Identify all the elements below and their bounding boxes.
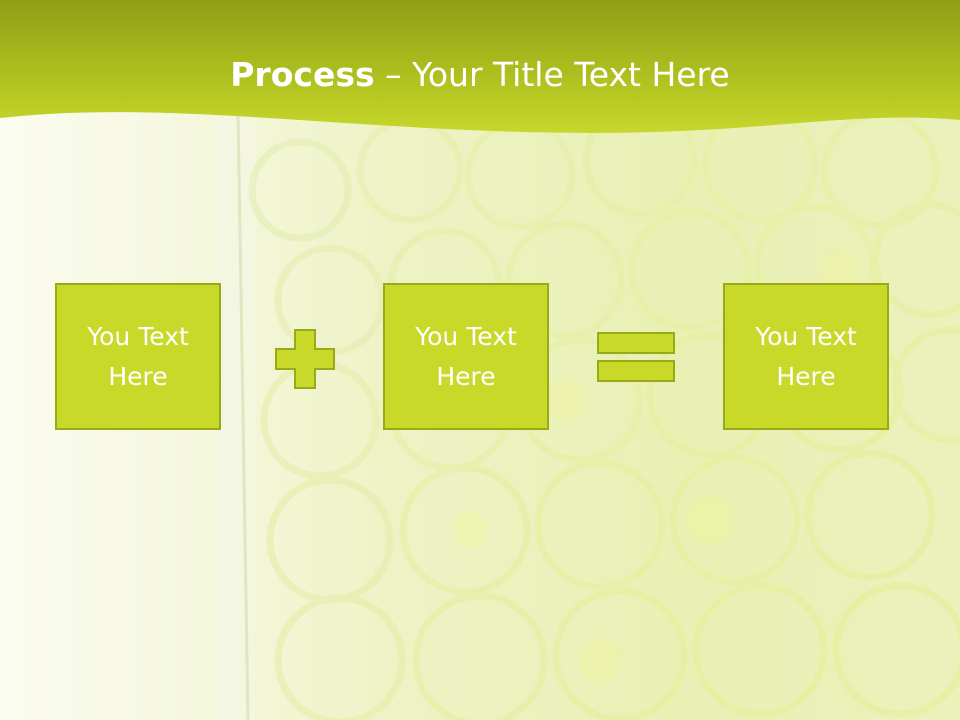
- equals-icon: [597, 332, 675, 382]
- process-box-2-label: You Text Here: [415, 321, 517, 391]
- slide-title: Process – Your Title Text Here: [0, 52, 960, 98]
- header-banner: [0, 0, 960, 133]
- process-box-3-label: You Text Here: [755, 321, 857, 391]
- process-box-1-label: You Text Here: [87, 321, 189, 391]
- process-box-2[interactable]: You Text Here: [383, 283, 549, 430]
- process-box-1[interactable]: You Text Here: [55, 283, 221, 430]
- title-bold: Process: [230, 55, 375, 94]
- title-rest: – Your Title Text Here: [374, 55, 730, 94]
- process-box-3[interactable]: You Text Here: [723, 283, 889, 430]
- plus-icon: [275, 329, 335, 389]
